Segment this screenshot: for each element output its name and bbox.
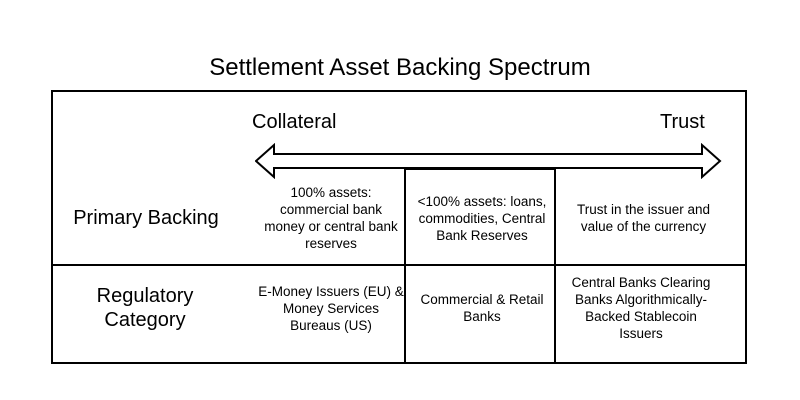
- cell-text: Commercial & Retail Banks: [420, 292, 544, 324]
- row-divider: [51, 264, 747, 266]
- cell-primary-backing-fractional: <100% assets: loans, commodities, Centra…: [412, 192, 552, 244]
- cell-regulatory-emoney: E-Money Issuers (EU) & Money Services Bu…: [258, 282, 404, 334]
- cell-regulatory-central-banks: Central Banks Clearing Banks Algorithmic…: [566, 274, 716, 342]
- cell-text: Trust in the issuer and value of the cur…: [576, 202, 711, 234]
- row-label-primary-backing: Primary Backing: [73, 207, 219, 229]
- cell-text: E-Money Issuers (EU) & Money Services Bu…: [258, 283, 404, 333]
- cell-text: <100% assets: loans, commodities, Centra…: [417, 193, 547, 243]
- column-divider-right: [554, 168, 556, 364]
- column-divider-left: [404, 168, 406, 364]
- diagram-frame: [51, 90, 747, 364]
- trust-label: Trust: [660, 111, 705, 133]
- diagram-title: Settlement Asset Backing Spectrum: [209, 54, 591, 81]
- cell-text: 100% assets: commercial bank money or ce…: [264, 185, 398, 251]
- row-label-regulatory-category: Regulatory Category: [96, 285, 194, 331]
- cell-primary-backing-collateral: 100% assets: commercial bank money or ce…: [262, 184, 400, 252]
- double-headed-arrow-icon: [255, 143, 722, 179]
- cell-text: Central Banks Clearing Banks Algorithmic…: [571, 275, 711, 341]
- collateral-label: Collateral: [252, 111, 337, 133]
- cell-regulatory-banks: Commercial & Retail Banks: [412, 290, 552, 326]
- cell-primary-backing-trust: Trust in the issuer and value of the cur…: [566, 200, 721, 236]
